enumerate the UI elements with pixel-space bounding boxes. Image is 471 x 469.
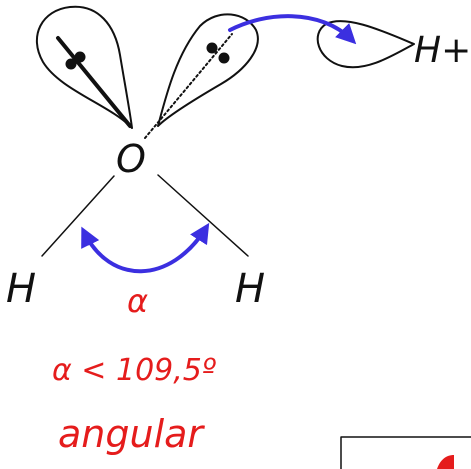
left-orbital-bond-line bbox=[56, 36, 132, 128]
hydrogen-left-label: H bbox=[6, 266, 36, 312]
angle-value-label: α < 109,5º bbox=[52, 353, 216, 388]
partial-box-frame bbox=[340, 436, 471, 469]
proton-label: H+ bbox=[414, 30, 471, 71]
left-electron-dot-1 bbox=[65, 58, 77, 70]
left-orbital-lobe bbox=[35, 5, 133, 129]
proton-empty-orbital bbox=[316, 20, 415, 69]
angle-alpha-label: α bbox=[127, 282, 148, 320]
bond-angle-arrow bbox=[81, 222, 210, 274]
right-orbital-lobe bbox=[157, 13, 259, 127]
partial-red-mark bbox=[437, 455, 454, 469]
electron-donation-arrow bbox=[228, 14, 357, 45]
right-electron-dot-2 bbox=[218, 52, 230, 64]
bond-o-h-right bbox=[157, 174, 249, 257]
right-orbital-hashed-bond bbox=[144, 33, 233, 139]
hydrogen-right-label: H bbox=[235, 266, 265, 312]
bond-o-h-left bbox=[41, 175, 115, 257]
geometry-label: angular bbox=[58, 412, 205, 456]
left-electron-dot-2 bbox=[74, 51, 86, 63]
right-electron-dot-1 bbox=[206, 42, 218, 54]
oxygen-atom-label: O bbox=[116, 137, 146, 181]
